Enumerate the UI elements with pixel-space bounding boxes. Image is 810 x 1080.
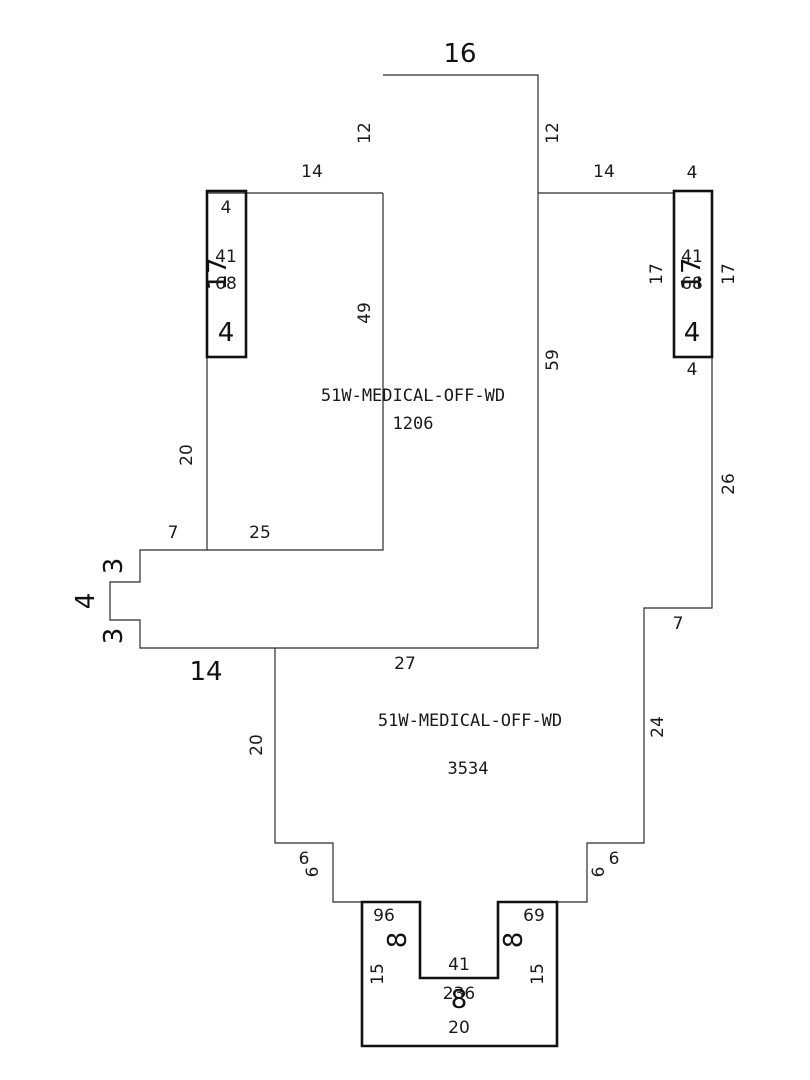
- right-box-code: 68: [681, 274, 703, 294]
- dim-left-chamfer-v: 6: [303, 867, 323, 878]
- area-2-sqft: 3534: [448, 759, 489, 779]
- dim-top-left-side: 12: [355, 122, 375, 144]
- dim-notch-upper: 3: [99, 558, 129, 575]
- bottom-box-notch-depth: 8: [451, 985, 468, 1015]
- dim-left-wall-lower: 20: [247, 734, 267, 756]
- dim-left-notch-top: 7: [168, 523, 179, 543]
- dim-right-step: 7: [673, 614, 684, 634]
- bottom-box-right-side: 15: [528, 963, 548, 985]
- dim-top-right-side: 12: [543, 122, 563, 144]
- dim-bottom-left-run: 14: [189, 657, 222, 687]
- area-1-sqft: 1206: [393, 414, 434, 434]
- bottom-box-left-inner: 8: [383, 932, 413, 949]
- bottom-box-right-inner: 8: [499, 932, 529, 949]
- dim-left-shoulder: 14: [301, 162, 323, 182]
- right-box-right-side: 17: [719, 263, 739, 285]
- bottom-box-width: 20: [448, 1018, 470, 1038]
- dim-right-wall-upper: 26: [719, 473, 739, 495]
- building-outline: [109, 74, 713, 903]
- dim-left-wall-upper: 20: [177, 444, 197, 466]
- bottom-box-notch-code: 236: [443, 984, 475, 1004]
- area-divider-upper: [207, 193, 384, 551]
- dim-right-wall-lower: 24: [648, 716, 668, 738]
- left-attached-box: [205, 189, 248, 359]
- dim-right-chamfer-h: 6: [609, 849, 620, 869]
- left-box-area: 41: [215, 247, 237, 267]
- left-box-side: 17: [203, 257, 233, 290]
- right-box-left-side: 17: [647, 263, 667, 285]
- bottom-box-left-side: 15: [368, 963, 388, 985]
- right-attached-box: [672, 189, 714, 359]
- dim-top-width: 16: [443, 39, 476, 69]
- bottom-box-right-area: 69: [523, 906, 545, 926]
- right-box-side: 17: [677, 257, 707, 290]
- right-box-bottom-large: 4: [684, 318, 701, 348]
- area-1-code: 51W-MEDICAL-OFF-WD: [321, 386, 505, 406]
- left-box-bottom: 4: [218, 318, 235, 348]
- bottom-box-left-area: 96: [373, 906, 395, 926]
- dim-right-shoulder: 14: [593, 162, 615, 182]
- dim-right-column-vertical: 59: [543, 349, 563, 371]
- area-divider-right: [275, 193, 539, 649]
- dim-right-chamfer-v: 6: [589, 867, 609, 878]
- dim-mid-run: 27: [394, 654, 416, 674]
- left-box-code: 68: [215, 274, 237, 294]
- bottom-attached-box: [360, 900, 559, 1048]
- area-2-code: 51W-MEDICAL-OFF-WD: [378, 711, 562, 731]
- dim-notch-depth: 4: [71, 593, 101, 610]
- left-box-top: 4: [221, 198, 232, 218]
- right-box-area: 41: [681, 247, 703, 267]
- dim-left-chamfer-h: 6: [299, 849, 310, 869]
- dim-notch-lower: 3: [99, 628, 129, 645]
- dim-step-in: 25: [249, 523, 271, 543]
- right-box-top: 4: [687, 163, 698, 183]
- right-box-bottom: 4: [687, 360, 698, 380]
- bottom-box-notch-area: 41: [448, 955, 470, 975]
- dim-inner-left-vertical: 49: [355, 302, 375, 324]
